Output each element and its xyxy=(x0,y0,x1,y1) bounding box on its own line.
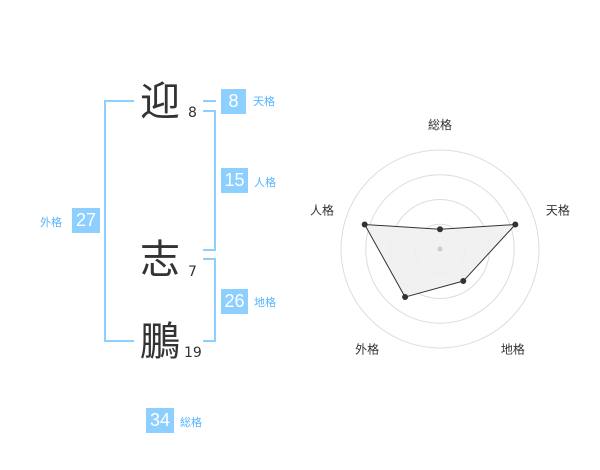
stroke-count-2: 7 xyxy=(188,264,197,280)
radar-point-2 xyxy=(460,278,467,285)
radar-axis-label-1: 天格 xyxy=(546,203,570,218)
radar-series-polygon xyxy=(363,223,517,298)
radar-axis-label-2: 地格 xyxy=(501,341,525,356)
gaikaku-label: 外格 xyxy=(40,216,62,229)
radar-point-3 xyxy=(402,294,409,301)
radar-point-4 xyxy=(361,221,368,228)
name-char-1: 迎 xyxy=(140,79,180,125)
jinkaku-bracket xyxy=(203,110,216,251)
stroke-count-3: 19 xyxy=(184,345,202,361)
radar-point-0 xyxy=(437,226,443,233)
soukaku-badge: 34 xyxy=(146,408,174,433)
tenkaku-label: 天格 xyxy=(253,95,275,108)
name-char-3: 鵬 xyxy=(140,319,180,365)
tenkaku-bracket xyxy=(203,100,216,102)
gaikaku-bracket xyxy=(104,100,134,342)
name-char-2: 志 xyxy=(140,237,180,283)
radar-axis-label-3: 外格 xyxy=(355,341,379,356)
jinkaku-label: 人格 xyxy=(254,176,276,189)
radar-axis-label-0: 総格 xyxy=(428,117,452,132)
jinkaku-badge: 15 xyxy=(221,168,248,193)
chikaku-bracket xyxy=(203,258,216,342)
soukaku-label: 総格 xyxy=(180,416,202,429)
chikaku-label: 地格 xyxy=(254,296,276,309)
stroke-count-1: 8 xyxy=(188,105,197,121)
radar-grid-ring-4 xyxy=(340,149,540,349)
radar-grid-ring-3 xyxy=(365,174,515,324)
radar-point-1 xyxy=(512,221,519,228)
tenkaku-badge: 8 xyxy=(221,89,246,114)
radar-center-dot xyxy=(437,246,443,252)
chikaku-badge: 26 xyxy=(221,289,248,314)
radar-axis-label-4: 人格 xyxy=(310,203,334,218)
gaikaku-badge: 27 xyxy=(72,208,100,233)
